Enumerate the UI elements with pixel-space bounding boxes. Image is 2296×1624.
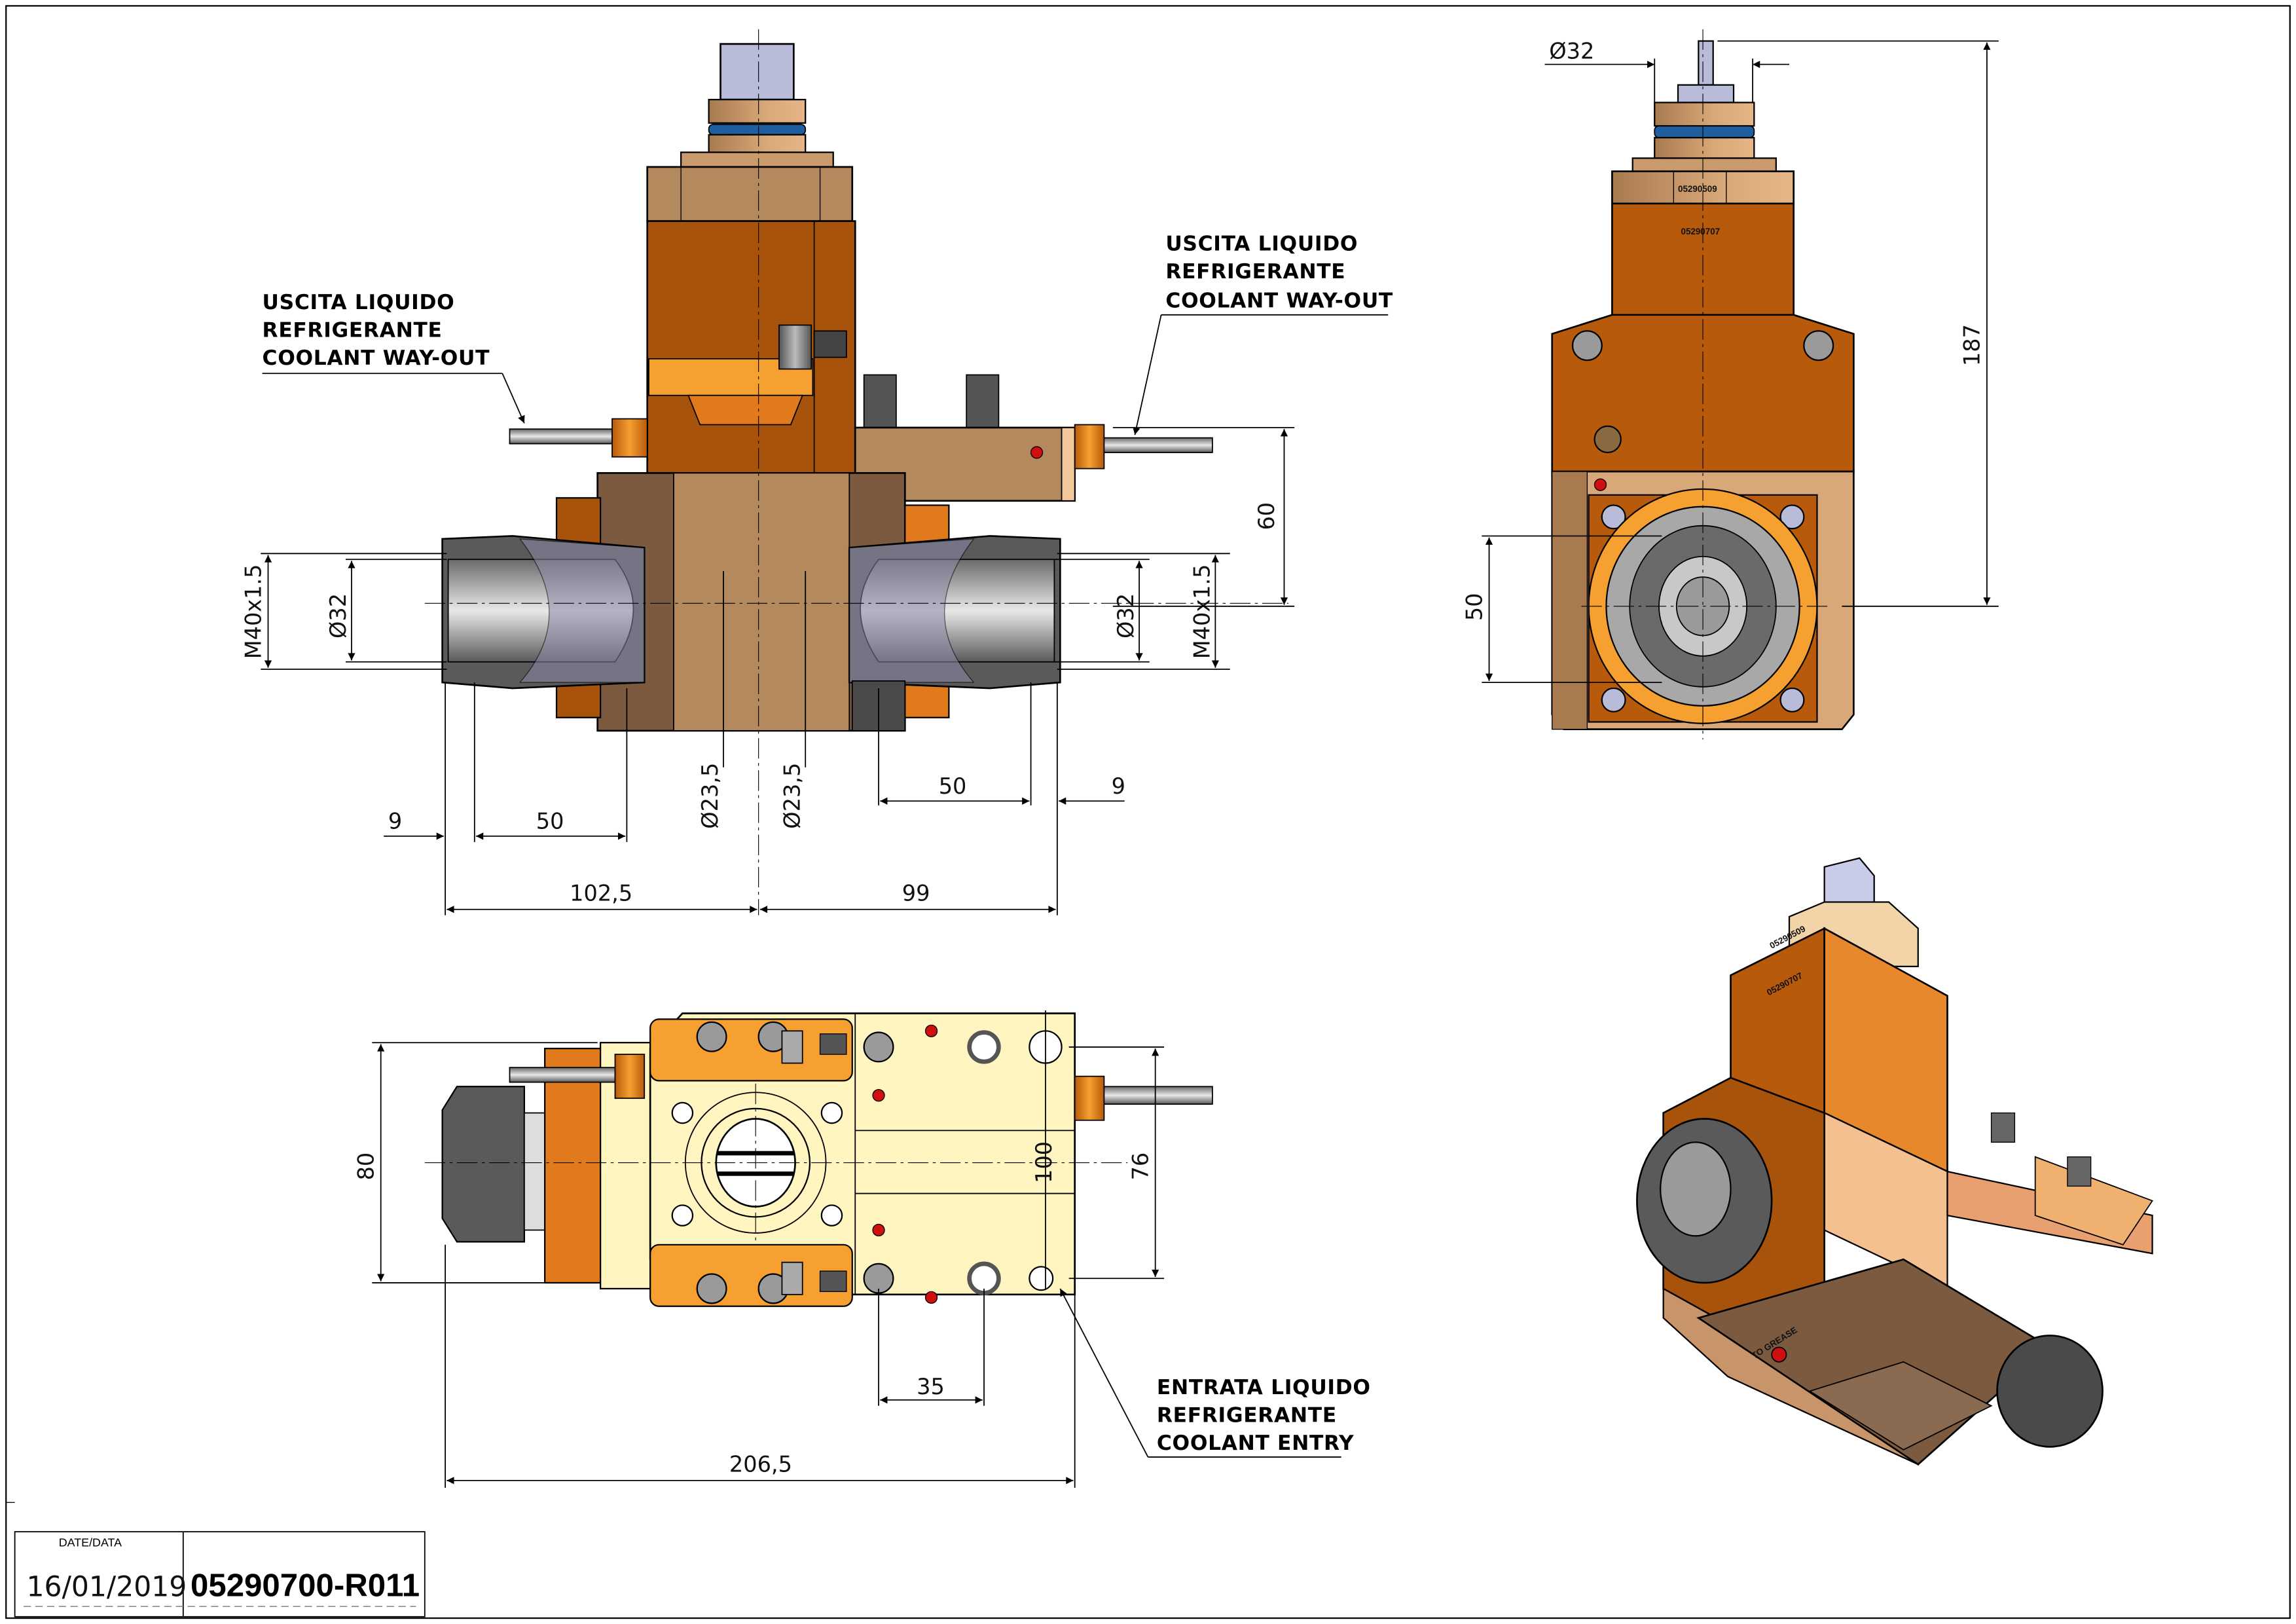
- svg-text:COOLANT ENTRY: COOLANT ENTRY: [1157, 1431, 1354, 1455]
- side-dim-offset-50: 50: [1461, 593, 1487, 621]
- dim-left-50: 50: [536, 809, 564, 834]
- side-dim-shank-dia: Ø32: [1549, 38, 1594, 64]
- bottom-view-dimensions: 80 100 76 35 206,5: [354, 1010, 1165, 1488]
- svg-text:REFRIGERANTE: REFRIGERANTE: [1157, 1403, 1337, 1427]
- side-part-mark-body: 05290707: [1681, 227, 1720, 236]
- note-coolant-out-right: USCITA LIQUIDO REFRIGERANTE COOLANT WAY-…: [1133, 232, 1393, 435]
- red-plug: [924, 1291, 938, 1304]
- svg-text:COOLANT WAY-OUT: COOLANT WAY-OUT: [1165, 289, 1393, 313]
- svg-text:REFRIGERANTE: REFRIGERANTE: [1165, 260, 1345, 284]
- bottom-dim-100: 100: [1031, 1141, 1057, 1183]
- red-plug: [872, 1089, 885, 1102]
- dim-thread-left: M40x1.5: [240, 564, 266, 659]
- svg-text:ENTRATA LIQUIDO: ENTRATA LIQUIDO: [1157, 1376, 1371, 1399]
- grease-fitting: [1771, 1346, 1787, 1363]
- o-ring: [1654, 125, 1755, 139]
- bottom-dim-76: 76: [1128, 1153, 1154, 1181]
- side-part-mark-top: 05290509: [1678, 184, 1717, 194]
- shank-square: [720, 43, 795, 101]
- bottom-view: [424, 1012, 1213, 1307]
- svg-text:USCITA LIQUIDO: USCITA LIQUIDO: [1165, 232, 1358, 255]
- sheet-border: [5, 5, 2291, 1619]
- dim-dia-right: Ø32: [1113, 593, 1139, 638]
- dim-dia-left: Ø32: [325, 593, 351, 638]
- side-view: 05290509 05290707: [1551, 29, 1855, 740]
- note-coolant-out-left: USCITA LIQUIDO REFRIGERANTE COOLANT WAY-…: [262, 291, 525, 424]
- bottom-dim-overall: 206,5: [729, 1451, 792, 1477]
- title-date-value: 16/01/2019: [27, 1572, 187, 1604]
- red-plug: [924, 1024, 938, 1037]
- front-view-dimensions: M40x1.5 Ø32 Ø32 M40x1.5 60 Ø23,5 Ø23,5: [240, 427, 1295, 915]
- dim-thread-right: M40x1.5: [1189, 564, 1214, 659]
- title-date-label: DATE/DATA: [59, 1536, 122, 1549]
- side-dim-height-187: 187: [1959, 324, 1985, 366]
- title-block: DATE/DATA 16/01/2019 05290700-R011: [6, 1502, 426, 1617]
- front-view: [424, 29, 1289, 915]
- note-coolant-entry: ENTRATA LIQUIDO REFRIGERANTE COOLANT ENT…: [1059, 1288, 1371, 1458]
- dim-height-60: 60: [1254, 502, 1279, 530]
- dim-left-9: 9: [388, 809, 402, 834]
- isometric-view: 05290509 05290707 TO GREASE: [1636, 857, 2153, 1466]
- dim-left-total: 102,5: [570, 880, 632, 906]
- svg-text:REFRIGERANTE: REFRIGERANTE: [263, 318, 443, 342]
- side-view-dimensions: Ø32 187 50: [1461, 38, 1999, 683]
- dim-right-total: 99: [902, 880, 930, 906]
- red-plug: [1030, 446, 1044, 459]
- bottom-orange-flange: [544, 1048, 602, 1284]
- bottom-dim-80: 80: [354, 1153, 379, 1181]
- svg-text:USCITA LIQUIDO: USCITA LIQUIDO: [263, 291, 455, 314]
- svg-text:COOLANT WAY-OUT: COOLANT WAY-OUT: [263, 346, 490, 370]
- o-ring: [708, 124, 807, 136]
- bottom-dim-35: 35: [917, 1374, 945, 1399]
- title-drawing-code: 05290700-R011: [191, 1568, 420, 1604]
- dim-right-9: 9: [1112, 773, 1125, 799]
- red-plug: [872, 1223, 885, 1237]
- dim-right-50: 50: [939, 773, 967, 799]
- dim-bore-left: Ø23,5: [697, 763, 723, 829]
- dim-bore-right: Ø23,5: [779, 763, 805, 829]
- coolant-pipe-left: [509, 428, 613, 445]
- coolant-pipe-right: [1103, 437, 1213, 453]
